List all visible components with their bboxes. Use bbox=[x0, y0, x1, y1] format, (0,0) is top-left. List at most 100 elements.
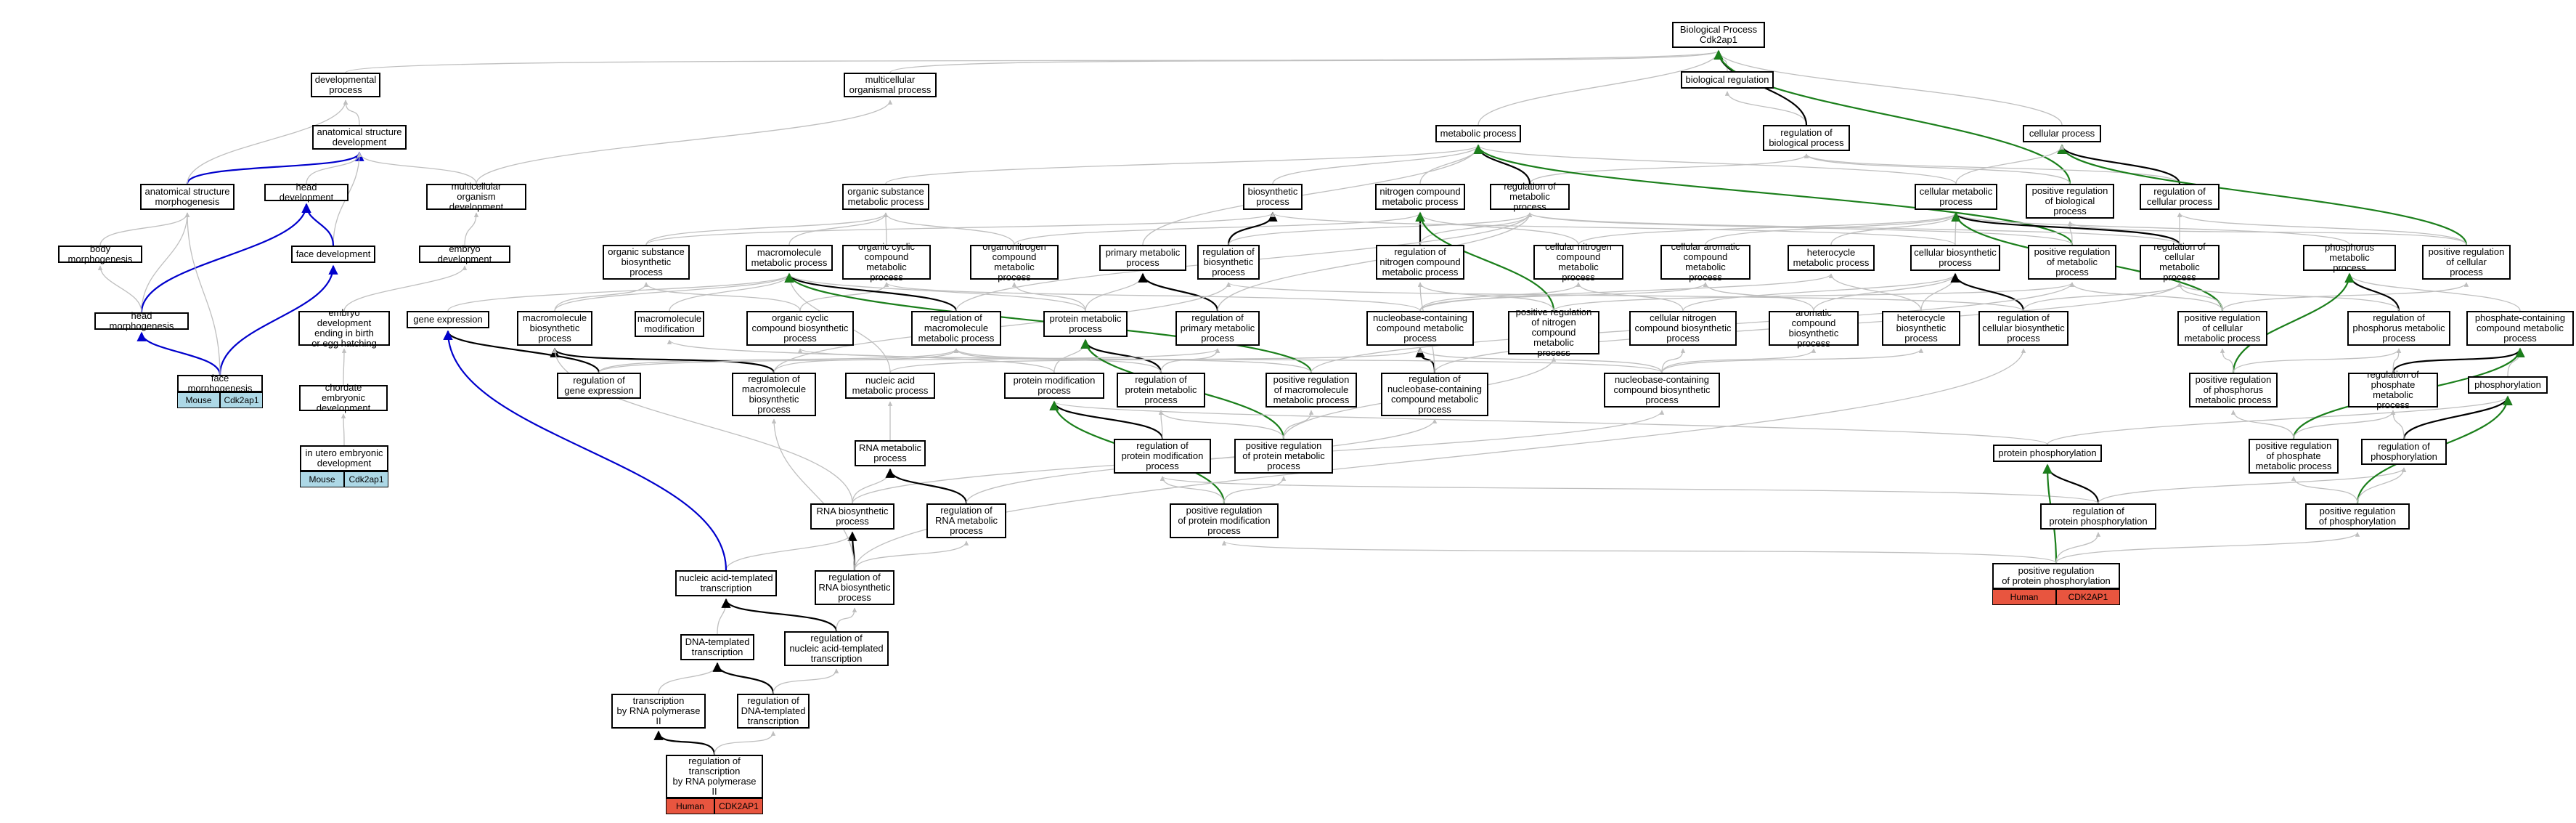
go-term-pos-reg-protein-modification[interactable]: positive regulation of protein modificat… bbox=[1170, 503, 1279, 538]
go-term-pos-reg-metabolic[interactable]: positive regulation of metabolic process bbox=[2028, 245, 2116, 280]
go-term-embryo-dev-ending[interactable]: embryo development ending in birth or eg… bbox=[298, 308, 390, 349]
go-term-reg-cellular-process[interactable]: regulation of cellular process bbox=[2140, 184, 2220, 210]
go-term-cellular-aromatic-compound-metabolic[interactable]: cellular aromatic compound metabolic pro… bbox=[1660, 242, 1750, 283]
go-term-head-morphogenesis[interactable]: head morphogenesis bbox=[94, 311, 189, 331]
go-term-anatomical-structure-morphogenesis[interactable]: anatomical structure morphogenesis bbox=[140, 184, 235, 210]
go-term-pos-reg-bio-process[interactable]: positive regulation of biological proces… bbox=[2026, 184, 2114, 219]
go-term-anatomical-structure-development[interactable]: anatomical structure development bbox=[312, 125, 407, 150]
go-term-pos-reg-nitrogen-compound-metabolic[interactable]: positive regulation of nitrogen compound… bbox=[1508, 307, 1599, 358]
go-term-reg-nucleic-acid-templated-transcription[interactable]: regulation of nucleic acid-templated tra… bbox=[784, 631, 889, 666]
go-term-organic-cyclic-compound-biosynthetic[interactable]: organic cyclic compound biosynthetic pro… bbox=[746, 311, 854, 346]
go-term-reg-rna-metabolic[interactable]: regulation of RNA metabolic process bbox=[926, 503, 1006, 538]
go-term-protein-metabolic[interactable]: protein metabolic process bbox=[1043, 311, 1128, 337]
go-term-reg-metabolic-process[interactable]: regulation of metabolic process bbox=[1490, 182, 1570, 212]
go-term-heterocycle-biosynthetic[interactable]: heterocycle biosynthetic process bbox=[1882, 311, 1960, 346]
go-term-organic-cyclic-compound-metabolic[interactable]: organic cyclic compound metabolic proces… bbox=[842, 242, 931, 283]
go-term-multicellular-organism-development[interactable]: multicellular organism development bbox=[426, 182, 526, 212]
go-term-metabolic-process[interactable]: metabolic process bbox=[1435, 125, 1521, 142]
edge-is-a bbox=[598, 348, 1220, 373]
go-term-reg-primary-metabolic[interactable]: regulation of primary metabolic process bbox=[1175, 311, 1260, 346]
go-term-cellular-biosynthetic[interactable]: cellular biosynthetic process bbox=[1910, 245, 2000, 271]
edge-is-a bbox=[658, 662, 720, 694]
go-term-reg-macromolecule-metabolic[interactable]: regulation of macromolecule metabolic pr… bbox=[911, 311, 1001, 346]
go-term-pos-reg-protein-metabolic[interactable]: positive regulation of protein metabolic… bbox=[1234, 439, 1333, 474]
go-term-reg-protein-metabolic[interactable]: regulation of protein metabolic process bbox=[1117, 373, 1205, 408]
go-term-aromatic-compound-biosynthetic[interactable]: aromatic compound biosynthetic process bbox=[1769, 308, 1859, 349]
go-term-pos-reg-protein-phosphorylation[interactable]: positive regulation of protein phosphory… bbox=[1992, 563, 2120, 589]
edge-regulates bbox=[653, 730, 716, 755]
go-term-pos-reg-cellular-metabolic[interactable]: positive regulation of cellular metaboli… bbox=[2177, 311, 2267, 346]
go-term-phosphorus-metabolic[interactable]: phosphorus metabolic process bbox=[2303, 243, 2396, 273]
go-term-cellular-metabolic-process[interactable]: cellular metabolic process bbox=[1915, 184, 1997, 210]
go-term-macromolecule-biosynthetic[interactable]: macromolecule biosynthetic process bbox=[517, 311, 592, 346]
go-term-reg-phosphorylation[interactable]: regulation of phosphorylation bbox=[2361, 439, 2447, 465]
go-term-multicellular-organismal-process[interactable]: multicellular organismal process bbox=[844, 73, 937, 97]
go-term-transcription-rna-pol-ii[interactable]: transcription by RNA polymerase II bbox=[611, 694, 706, 729]
go-term-reg-nucleobase-containing-metabolic[interactable]: regulation of nucleobase-containing comp… bbox=[1381, 373, 1488, 416]
edge-regulates bbox=[712, 662, 775, 694]
edge-is-a bbox=[476, 100, 893, 185]
go-term-reg-cellular-metabolic[interactable]: regulation of cellular metabolic process bbox=[2140, 242, 2220, 283]
edge-is-a bbox=[1682, 273, 1958, 312]
go-term-reg-biosynthetic-process[interactable]: regulation of biosynthetic process bbox=[1197, 245, 1260, 280]
go-term-rna-biosynthetic[interactable]: RNA biosynthetic process bbox=[810, 503, 894, 530]
go-term-reg-macromolecule-biosynthetic[interactable]: regulation of macromolecule biosynthetic… bbox=[732, 373, 816, 416]
go-term-gene-expression[interactable]: gene expression bbox=[407, 311, 489, 328]
go-term-cellular-nitrogen-compound-metabolic[interactable]: cellular nitrogen compound metabolic pro… bbox=[1533, 242, 1623, 283]
go-term-phosphate-containing-metabolic[interactable]: phosphate-containing compound metabolic … bbox=[2466, 311, 2574, 346]
go-term-biological-regulation[interactable]: biological regulation bbox=[1681, 71, 1774, 89]
go-term-head-development[interactable]: head development bbox=[264, 182, 349, 203]
go-term-protein-modification-process[interactable]: protein modification process bbox=[1004, 373, 1104, 399]
go-term-reg-dna-templated-transcription[interactable]: regulation of DNA-templated transcriptio… bbox=[737, 694, 810, 729]
go-term-phosphorylation[interactable]: phosphorylation bbox=[2468, 376, 2548, 394]
go-term-pos-reg-phosphorylation[interactable]: positive regulation of phosphorylation bbox=[2305, 503, 2410, 530]
go-term-nucleic-acid-metabolic[interactable]: nucleic acid metabolic process bbox=[845, 373, 935, 399]
go-term-pos-reg-phosphate-metabolic[interactable]: positive regulation of phosphate metabol… bbox=[2249, 439, 2339, 474]
go-term-developmental-process[interactable]: developmental process bbox=[311, 73, 380, 97]
go-term-reg-rna-biosynthetic[interactable]: regulation of RNA biosynthetic process bbox=[815, 570, 894, 605]
edge-is-a bbox=[2177, 282, 2400, 312]
go-term-biosynthetic-process[interactable]: biosynthetic process bbox=[1243, 184, 1303, 210]
go-term-in-utero-embryonic-development[interactable]: in utero embryonic development bbox=[300, 445, 388, 471]
go-term-organonitrogen-compound-metabolic[interactable]: organonitrogen compound metabolic proces… bbox=[970, 242, 1059, 283]
go-term-nitrogen-compound-metabolic[interactable]: nitrogen compound metabolic process bbox=[1375, 184, 1465, 210]
go-term-pos-reg-macromolecule-metabolic[interactable]: positive regulation of macromolecule met… bbox=[1265, 373, 1357, 408]
go-term-reg-bio-process[interactable]: regulation of biological process bbox=[1763, 125, 1850, 151]
edge-is-a bbox=[345, 50, 1721, 73]
go-term-body-morphogenesis[interactable]: body morphogenesis bbox=[58, 244, 142, 264]
edge-is-a bbox=[97, 265, 142, 313]
go-term-reg-phosphate-metabolic[interactable]: regulation of phosphate metabolic proces… bbox=[2348, 370, 2438, 410]
go-term-organic-substance-metabolic[interactable]: organic substance metabolic process bbox=[842, 184, 929, 210]
go-term-organic-substance-biosynthetic[interactable]: organic substance biosynthetic process bbox=[603, 245, 690, 280]
go-term-reg-phosphorus-metabolic[interactable]: regulation of phosphorus metabolic proce… bbox=[2347, 311, 2450, 346]
go-term-pos-reg-phosphorus-metabolic[interactable]: positive regulation of phosphorus metabo… bbox=[2189, 373, 2278, 408]
go-term-primary-metabolic-process[interactable]: primary metabolic process bbox=[1099, 245, 1186, 271]
go-term-nucleobase-containing-metabolic[interactable]: nucleobase-containing compound metabolic… bbox=[1366, 311, 1474, 346]
go-term-cellular-nitrogen-compound-biosynthetic[interactable]: cellular nitrogen compound biosynthetic … bbox=[1629, 311, 1737, 346]
go-term-rna-metabolic[interactable]: RNA metabolic process bbox=[855, 440, 926, 466]
go-term-reg-transcription-rna-pol-ii[interactable]: regulation of transcription by RNA polym… bbox=[666, 755, 763, 798]
go-term-reg-protein-phosphorylation[interactable]: regulation of protein phosphorylation bbox=[2040, 503, 2156, 530]
go-term-reg-cellular-biosynthetic[interactable]: regulation of cellular biosynthetic proc… bbox=[1978, 311, 2068, 346]
go-term-embryo-development[interactable]: embryo development bbox=[419, 244, 510, 264]
go-term-pos-reg-cellular-process[interactable]: positive regulation of cellular process bbox=[2422, 245, 2511, 280]
go-term-cellular-process[interactable]: cellular process bbox=[2023, 125, 2101, 142]
go-term-nucleic-acid-templated-transcription[interactable]: nucleic acid-templated transcription bbox=[675, 570, 777, 596]
go-term-face-morphogenesis[interactable]: face morphogenesis bbox=[177, 373, 263, 394]
edge-is-a bbox=[1417, 212, 1579, 246]
go-term-macromolecule-metabolic[interactable]: macromolecule metabolic process bbox=[746, 245, 833, 271]
go-term-face-development[interactable]: face development bbox=[291, 246, 375, 263]
go-term-macromolecule-modification[interactable]: macromolecule modification bbox=[635, 311, 704, 337]
edge-is-a bbox=[1085, 273, 1146, 312]
badge-gene-pos-reg-protein-phosphorylation: CDK2AP1 bbox=[2056, 589, 2120, 605]
go-term-reg-protein-modification[interactable]: regulation of protein modification proce… bbox=[1114, 439, 1211, 474]
edge-regulates bbox=[721, 598, 838, 632]
go-term-chordate-embryonic-development[interactable]: chordate embryonic development bbox=[299, 383, 388, 413]
go-term-bp[interactable]: Biological Process Cdk2ap1 bbox=[1672, 22, 1765, 48]
go-term-nucleobase-containing-biosynthetic[interactable]: nucleobase-containing compound biosynthe… bbox=[1604, 373, 1720, 408]
go-term-protein-phosphorylation[interactable]: protein phosphorylation bbox=[1993, 445, 2102, 462]
go-term-heterocycle-metabolic[interactable]: heterocycle metabolic process bbox=[1788, 245, 1875, 271]
go-term-reg-gene-expression[interactable]: regulation of gene expression bbox=[557, 373, 641, 399]
go-term-dna-templated-transcription[interactable]: DNA-templated transcription bbox=[680, 634, 754, 660]
go-term-reg-nitrogen-compound-metabolic[interactable]: regulation of nitrogen compound metaboli… bbox=[1376, 245, 1464, 280]
